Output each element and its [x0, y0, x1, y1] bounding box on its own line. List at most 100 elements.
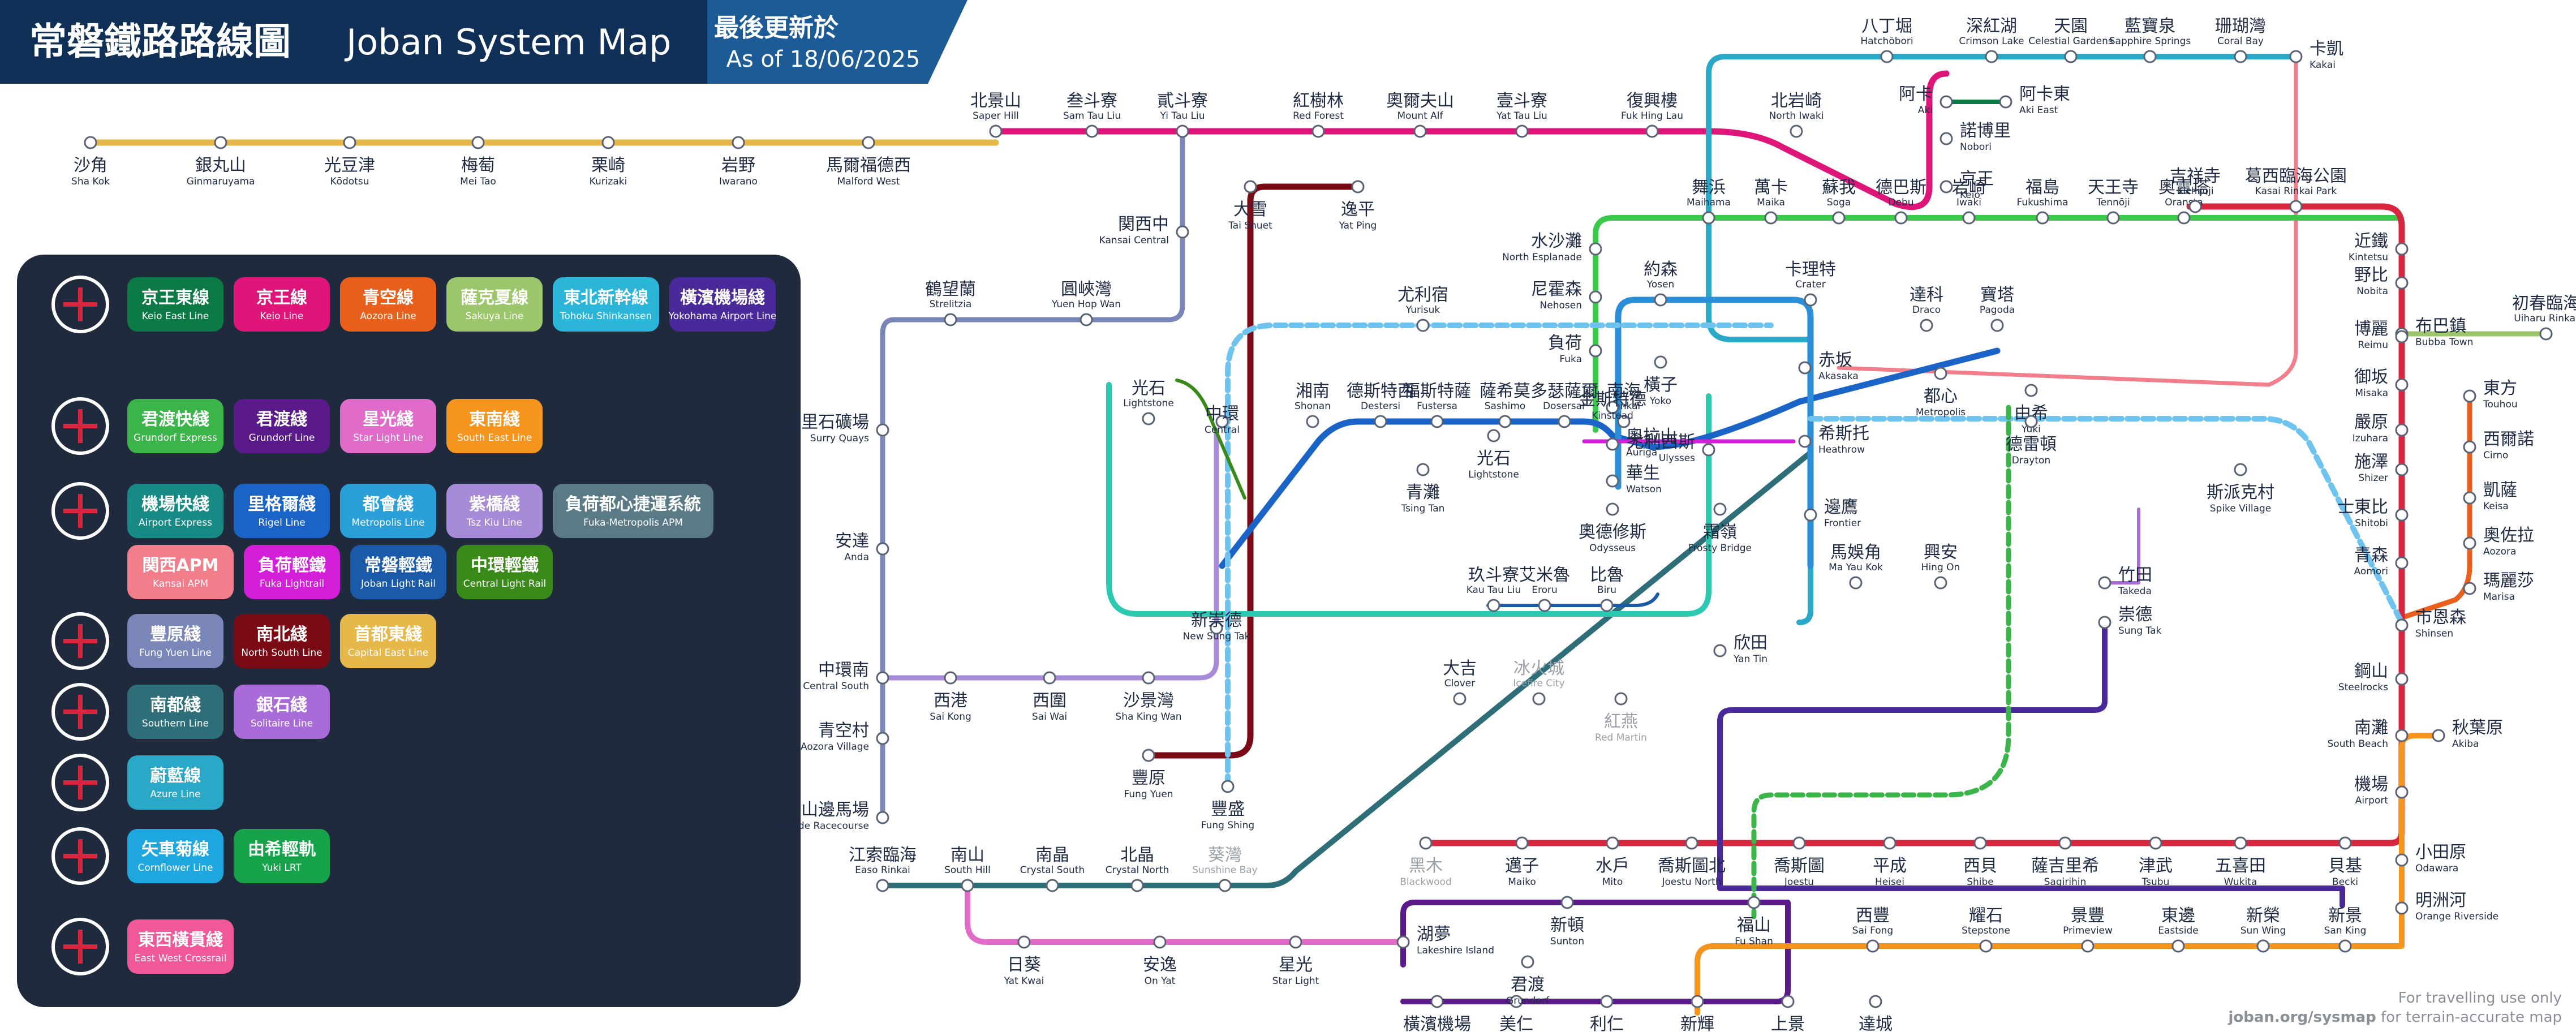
station-marker[interactable]: [2395, 556, 2409, 570]
station-marker[interactable]: [1487, 599, 1500, 612]
station-marker[interactable]: [2463, 389, 2476, 403]
station-marker[interactable]: [1894, 211, 1908, 225]
station-marker[interactable]: [2234, 836, 2247, 850]
station-marker[interactable]: [1685, 836, 1698, 850]
legend-swatch[interactable]: [234, 685, 330, 739]
station-marker[interactable]: [1453, 692, 1467, 706]
station-marker[interactable]: [2395, 853, 2409, 867]
station-marker[interactable]: [1351, 180, 1365, 194]
station-marker[interactable]: [961, 879, 974, 892]
footer-link[interactable]: joban.org/sysmap: [2227, 1009, 2376, 1026]
station-marker[interactable]: [1600, 599, 1614, 612]
station-marker[interactable]: [1702, 211, 1715, 225]
station-marker[interactable]: [84, 136, 97, 149]
station-marker[interactable]: [1606, 437, 1619, 451]
station-marker[interactable]: [1560, 896, 1574, 909]
station-marker[interactable]: [1416, 319, 1430, 332]
station-marker[interactable]: [2395, 378, 2409, 392]
station-marker[interactable]: [2395, 423, 2409, 437]
legend-swatch[interactable]: [127, 545, 234, 599]
station-marker[interactable]: [1654, 355, 1667, 369]
station-marker[interactable]: [2432, 729, 2445, 742]
legend-swatch[interactable]: [234, 829, 330, 883]
station-marker[interactable]: [2539, 327, 2553, 341]
station-marker[interactable]: [944, 313, 957, 326]
station-marker[interactable]: [1215, 415, 1229, 428]
station-marker[interactable]: [1691, 995, 1704, 1008]
station-marker[interactable]: [1043, 671, 1056, 685]
station-marker[interactable]: [2395, 508, 2409, 522]
station-marker[interactable]: [2338, 939, 2352, 953]
station-marker[interactable]: [2188, 200, 2202, 213]
station-marker[interactable]: [1973, 836, 1987, 850]
station-marker[interactable]: [1244, 180, 1257, 194]
station-marker[interactable]: [1985, 50, 1998, 63]
station-marker[interactable]: [1883, 836, 1896, 850]
station-marker[interactable]: [1792, 836, 1806, 850]
legend-swatch[interactable]: [127, 399, 223, 453]
station-marker[interactable]: [1939, 180, 1953, 194]
station-marker[interactable]: [1046, 879, 1059, 892]
station-marker[interactable]: [2463, 440, 2476, 454]
station-marker[interactable]: [2149, 836, 2162, 850]
legend-swatch[interactable]: [127, 919, 234, 974]
